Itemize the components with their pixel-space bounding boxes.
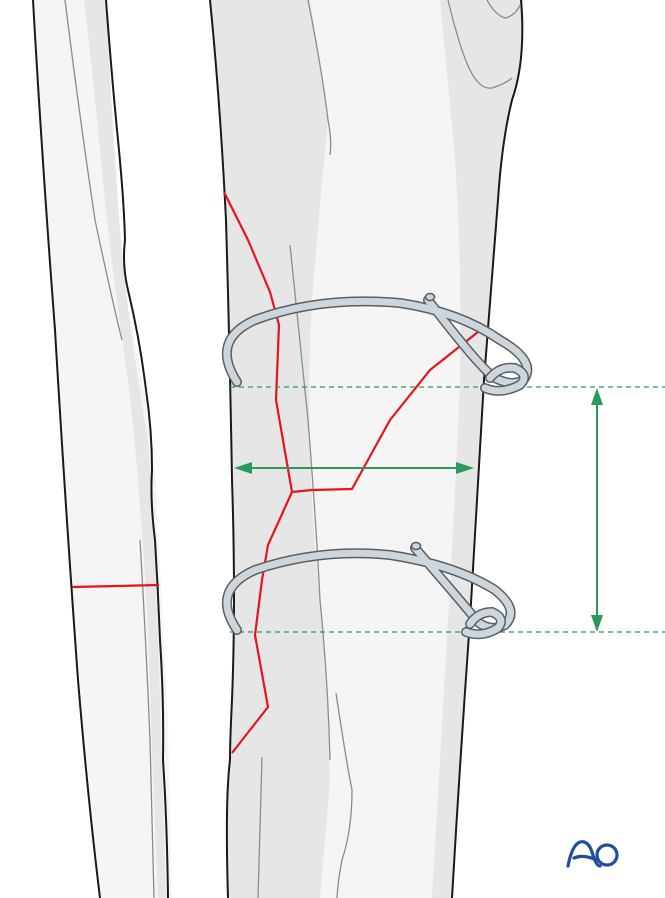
ao-logo-o-icon (595, 843, 619, 867)
fibula-outline-left (32, 0, 101, 898)
arrowhead-right-icon (456, 462, 474, 474)
arrowhead-up-icon (591, 388, 603, 405)
fibula-shade (84, 0, 166, 898)
ao-logo-text: AO (0, 0, 23, 4)
fibula-detail-line-lower (139, 539, 155, 898)
ao-logo: AO (0, 0, 619, 868)
arrowhead-down-icon (591, 615, 603, 632)
wire-end-cap (424, 292, 436, 302)
fibula-fracture-line (71, 583, 160, 589)
tibia-condyle-curve (486, 0, 521, 19)
fibula-outline-right (105, 0, 169, 898)
measurement-guides (230, 386, 665, 633)
tibia-tuberosity-curve (447, 0, 513, 89)
tibia-crest-line-mid (289, 244, 331, 761)
tibia-crest-line-lower (335, 692, 353, 898)
arrowhead-left-icon (234, 462, 252, 474)
fibula-detail-line (64, 0, 123, 341)
fibula (32, 0, 172, 898)
tibia-crest-line (307, 0, 332, 156)
tibia-spiral-fracture-line-distal (231, 491, 294, 754)
ao-logo-a-icon (566, 840, 602, 868)
tibia-outline-left (209, 0, 235, 898)
tibia-shade-right (432, 0, 524, 898)
fibula-body (33, 0, 172, 898)
wire-end-cap (410, 541, 422, 551)
diameter-arrow (234, 462, 474, 474)
cerclage-wire-distal (221, 541, 516, 640)
tibia (209, 0, 524, 898)
tibia-posterior-line (257, 756, 263, 898)
cerclage-wire-proximal (221, 292, 533, 396)
spacing-arrow (591, 388, 603, 632)
